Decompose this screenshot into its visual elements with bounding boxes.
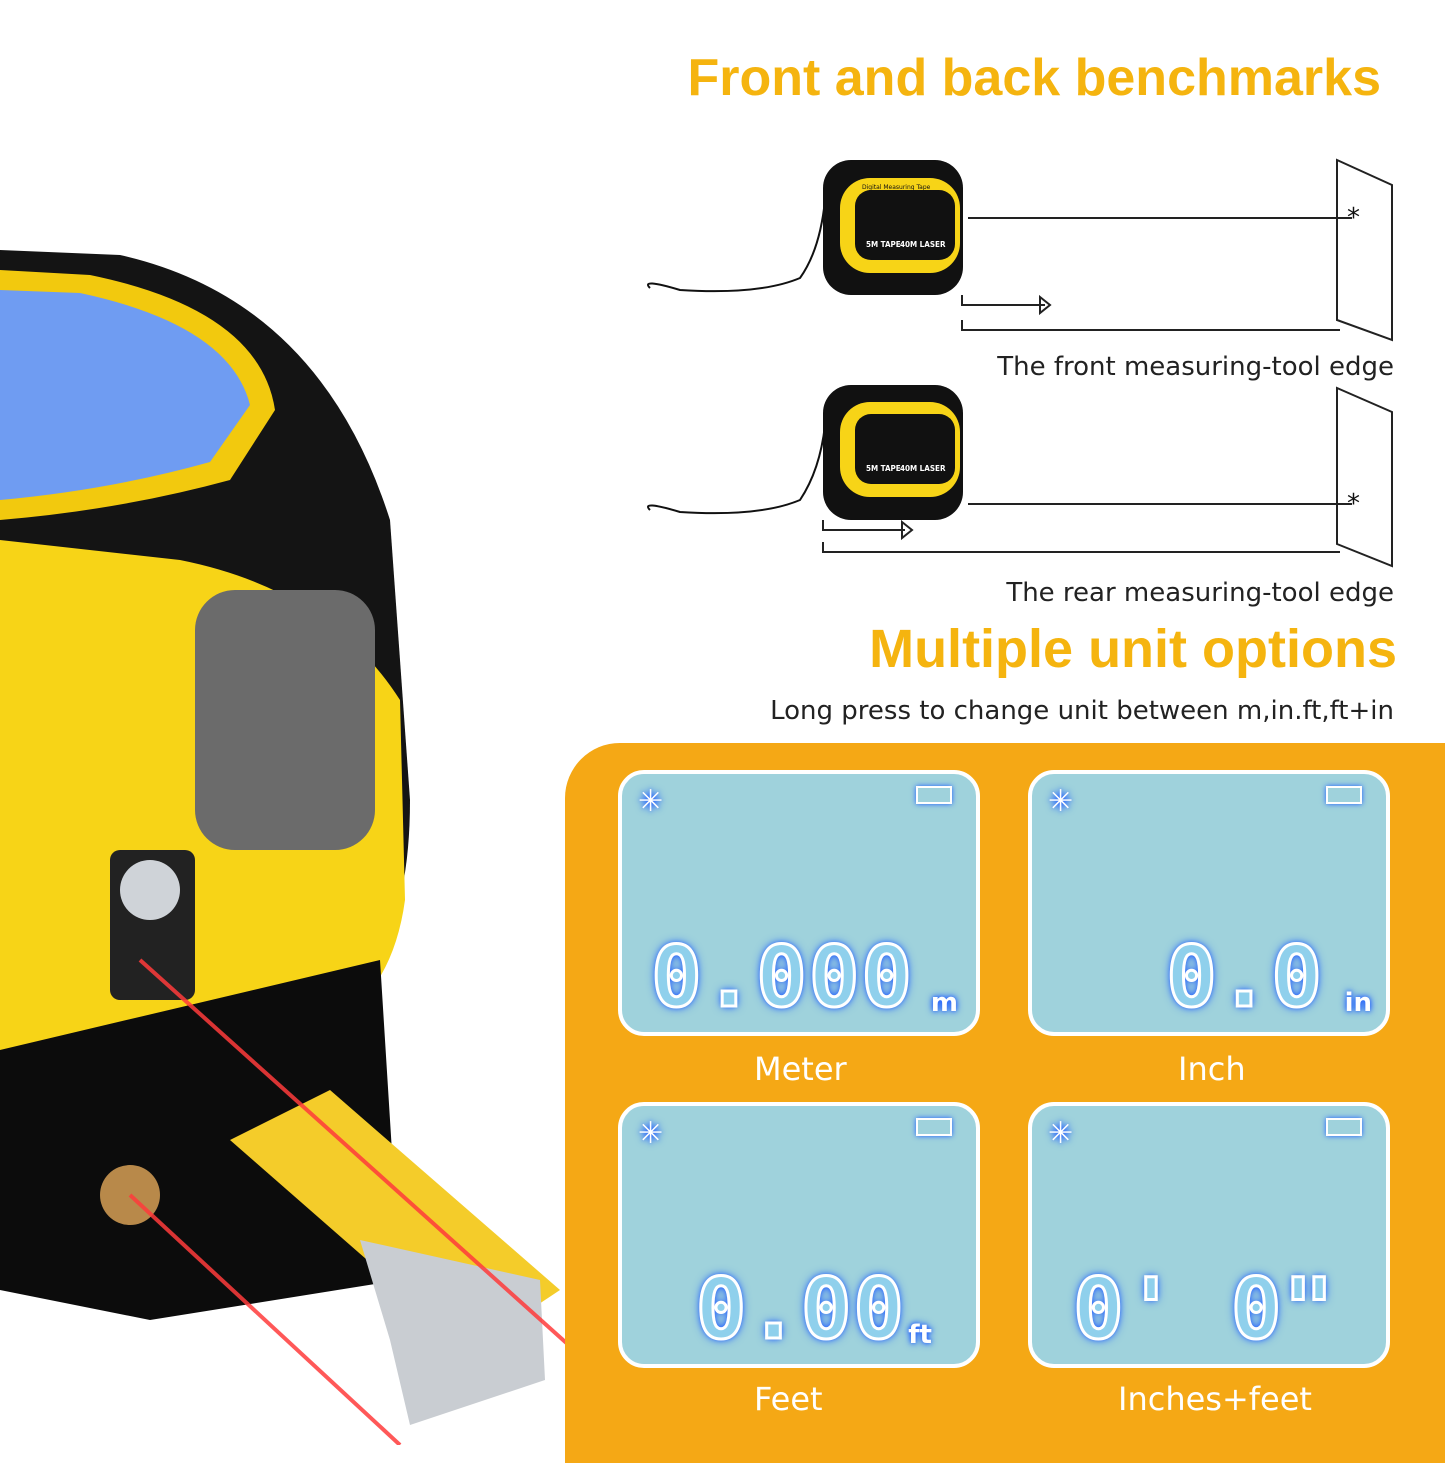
label-feet: Feet: [754, 1380, 823, 1418]
laser-beam: [128, 1193, 402, 1445]
svg-text:*: *: [1347, 203, 1360, 233]
lcd-reading: 0.000: [650, 927, 914, 1028]
tape-hook: [360, 1240, 545, 1425]
lcd-inch: ✳ 0.0 in: [1028, 770, 1390, 1036]
battery-icon: [916, 1118, 952, 1136]
battery-icon: [1326, 786, 1362, 804]
laser-device-icon: ✳: [638, 1116, 664, 1151]
lcd-reading: 0' 0": [1072, 1259, 1336, 1360]
lcd-unit: ft: [908, 1320, 932, 1350]
laser-device-icon: ✳: [1048, 1116, 1074, 1151]
units-title: Multiple unit options: [869, 619, 1397, 679]
front-edge-caption: The front measuring-tool edge: [997, 352, 1394, 382]
lcd-unit: m: [930, 988, 958, 1018]
device-laser-label: 40M LASER: [900, 240, 946, 249]
front-edge-diagram: *: [647, 158, 1393, 342]
device-base: [0, 960, 400, 1320]
rear-edge-caption: The rear measuring-tool edge: [1006, 578, 1394, 608]
lcd-inches-feet: ✳ 0' 0": [1028, 1102, 1390, 1368]
laser-device-icon: ✳: [638, 784, 664, 819]
device-button: [195, 590, 375, 850]
lcd-unit: in: [1344, 988, 1372, 1018]
label-meter: Meter: [754, 1050, 847, 1088]
device-screen: [0, 290, 250, 500]
lcd-meter: ✳ 0.000 m: [618, 770, 980, 1036]
lcd-feet: ✳ 0.00 ft: [618, 1102, 980, 1368]
product-photo: [0, 250, 682, 1445]
units-subtitle: Long press to change unit between m,in.f…: [770, 696, 1394, 726]
device-laser-label: 40M LASER: [900, 464, 946, 473]
battery-icon: [916, 786, 952, 804]
benchmarks-title: Front and back benchmarks: [687, 49, 1381, 107]
lcd-reading: 0.00: [694, 1259, 906, 1360]
label-inches-feet: Inches+feet: [1118, 1380, 1312, 1418]
battery-icon: [1326, 1118, 1362, 1136]
device-tape-label: 5M TAPE: [866, 240, 901, 249]
device-label: Digital Measuring Tape: [862, 184, 931, 191]
device-tape-label: 5M TAPE: [866, 464, 901, 473]
label-inch: Inch: [1178, 1050, 1246, 1088]
lcd-reading: 0.0: [1165, 927, 1324, 1028]
laser-device-icon: ✳: [1048, 784, 1074, 819]
svg-text:*: *: [1347, 489, 1360, 519]
rear-edge-diagram: *: [647, 385, 1393, 568]
